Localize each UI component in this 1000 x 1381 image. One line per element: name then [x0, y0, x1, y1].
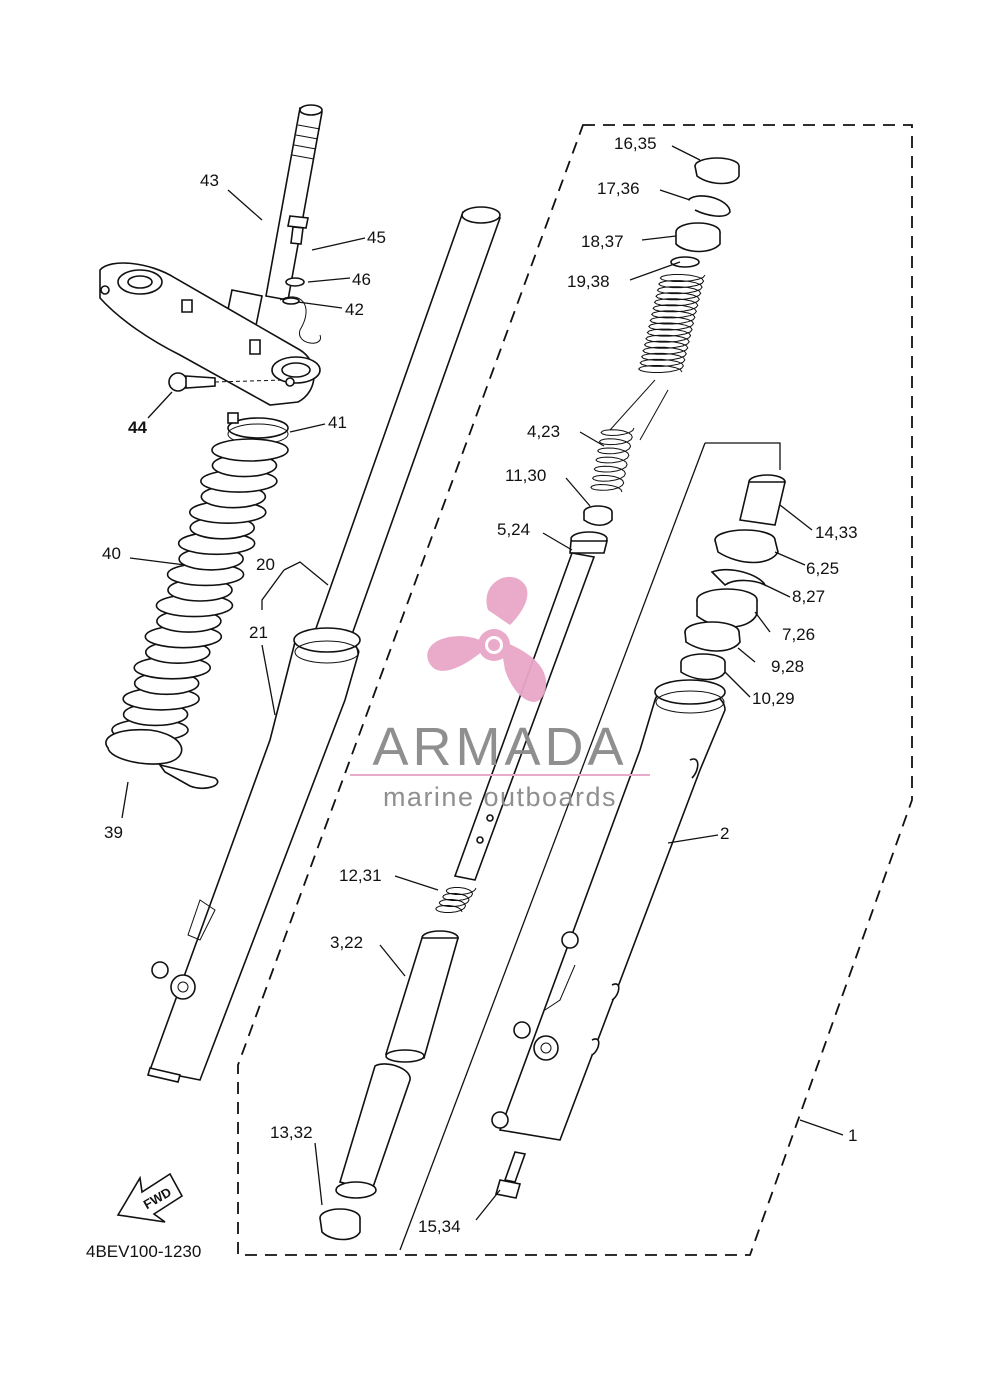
bolt-44 — [168, 372, 286, 392]
label-18-37: 18,37 — [581, 232, 624, 251]
label-46: 46 — [352, 270, 371, 289]
fork-boot — [111, 438, 289, 742]
damper-tube — [384, 930, 460, 1063]
label-4-23: 4,23 — [527, 422, 560, 441]
boot-clamp — [227, 412, 289, 445]
label-21: 21 — [249, 623, 268, 642]
brand-name: ARMADA — [372, 717, 627, 777]
left-outer-tube — [146, 627, 361, 1083]
label-7-26: 7,26 — [782, 625, 815, 644]
label-16-35: 16,35 — [614, 134, 657, 153]
brand-tagline: marine outboards — [383, 782, 617, 812]
dust-seal — [714, 529, 779, 564]
oil-seal — [696, 588, 758, 628]
clip-8 — [710, 568, 767, 587]
guide-bush — [680, 653, 726, 681]
diagram-code: 4BEV100-1230 — [86, 1242, 201, 1261]
taper-spring — [435, 887, 477, 913]
label-15-34: 15,34 — [418, 1217, 461, 1236]
label-17-36: 17,36 — [597, 179, 640, 198]
label-5-24: 5,24 — [497, 520, 530, 539]
label-10-29: 10,29 — [752, 689, 795, 708]
washer-19 — [670, 256, 700, 268]
fwd-arrow-icon: FWD — [116, 1172, 184, 1223]
leader-lines — [121, 145, 844, 1221]
label-39: 39 — [104, 823, 123, 842]
label-45: 45 — [367, 228, 386, 247]
right-outer-tube — [491, 679, 726, 1141]
watermark: ARMADA marine outboards — [350, 576, 650, 812]
label-14-33: 14,33 — [815, 523, 858, 542]
label-2: 2 — [720, 824, 729, 843]
piston-ring — [583, 505, 613, 527]
label-19-38: 19,38 — [567, 272, 610, 291]
label-43: 43 — [200, 171, 219, 190]
oil-lock-piece — [319, 1063, 411, 1241]
circlip — [687, 195, 731, 217]
label-41: 41 — [328, 413, 347, 432]
label-3-22: 3,22 — [330, 933, 363, 952]
callout-labels: 43 45 46 42 44 41 40 20 21 39 16,35 17,3… — [102, 134, 858, 1236]
label-8-27: 8,27 — [792, 587, 825, 606]
propeller-logo — [427, 576, 547, 702]
fork-cap — [694, 157, 740, 185]
label-1: 1 — [848, 1126, 857, 1145]
bolt-15 — [494, 1151, 527, 1199]
label-40: 40 — [102, 544, 121, 563]
small-parts-top — [279, 215, 321, 344]
damper-rod — [453, 531, 609, 881]
label-42: 42 — [345, 300, 364, 319]
label-44: 44 — [128, 418, 147, 437]
label-12-31: 12,31 — [339, 866, 382, 885]
label-9-28: 9,28 — [771, 657, 804, 676]
spacer-cap — [675, 222, 721, 253]
assembly-boundary — [237, 124, 913, 1256]
fork-spring — [637, 274, 706, 373]
slide-metal — [739, 474, 787, 526]
washer-9 — [684, 621, 741, 652]
label-20: 20 — [256, 555, 275, 574]
rebound-spring — [590, 427, 635, 493]
label-6-25: 6,25 — [806, 559, 839, 578]
lower-clamp — [105, 728, 219, 790]
label-11-30: 11,30 — [505, 466, 546, 485]
under-bracket — [99, 262, 321, 406]
label-13-32: 13,32 — [270, 1123, 313, 1142]
